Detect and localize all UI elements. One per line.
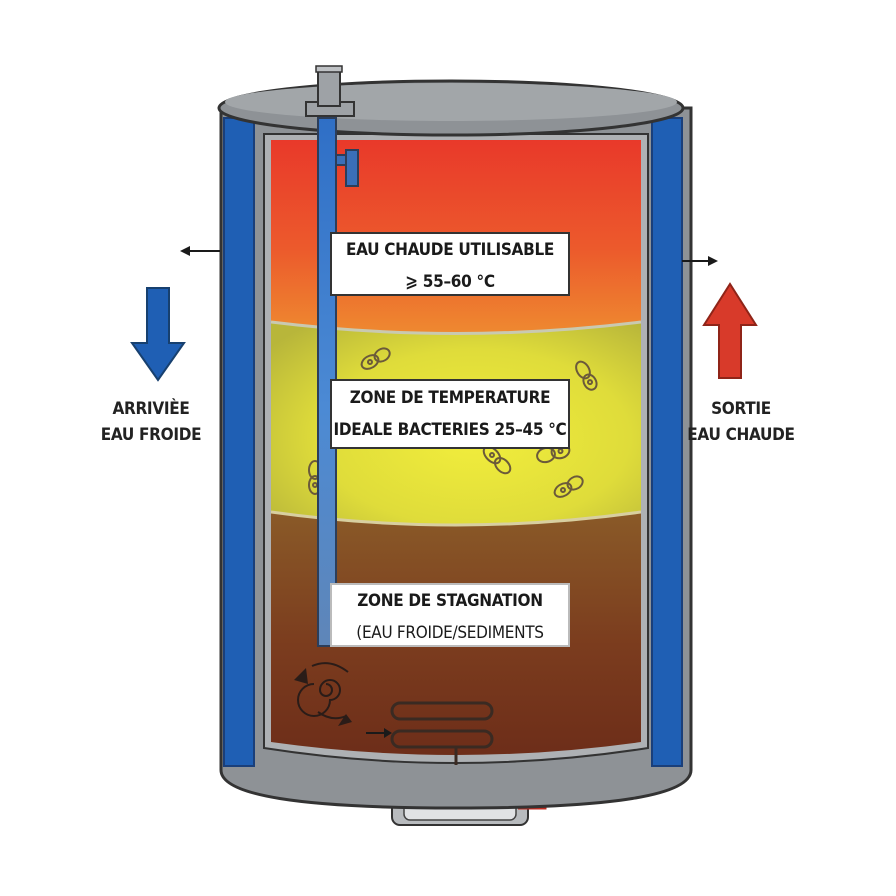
flow-arrow-icon <box>366 728 392 738</box>
bacteria-icon <box>575 360 598 391</box>
bacteria-icon <box>553 475 584 498</box>
hot-zone-label: EAU CHAUDE UTILISABLE ⩾ 55–60 °C <box>330 232 570 296</box>
bacteria-zone-temp: IDEALE BACTERIES 25–45 °C <box>333 420 567 441</box>
inlet-label-line1: ARRIVIÈE <box>112 399 190 419</box>
stagnation-zone-label: ZONE DE STAGNATION (EAU FROIDE/SEDIMENTS <box>330 583 570 647</box>
outlet-label-line1: SORTIE <box>711 399 771 419</box>
bacteria-zone-label: ZONE DE TEMPERATURE IDEALE BACTERIES 25–… <box>330 379 570 449</box>
tank-lid <box>217 79 685 137</box>
outlet-small-arrow-icon <box>682 256 718 266</box>
outlet-label-line2: EAU CHAUDE <box>687 424 795 445</box>
heating-element <box>390 701 494 765</box>
stagnation-zone-title: ZONE DE STAGNATION <box>357 591 543 611</box>
bacteria-zone-title: ZONE DE TEMPERATURE <box>349 388 551 408</box>
inlet-small-arrow-icon <box>180 246 220 256</box>
inlet-down-arrow-icon <box>130 287 186 382</box>
inlet-label: ARRIVIÈE EAU FROIDE <box>86 397 216 448</box>
outlet-label: SORTIE EAU CHAUDE <box>676 397 806 448</box>
bacteria-icon <box>360 347 391 370</box>
inlet-label-line2: EAU FROIDE <box>100 424 202 445</box>
hot-zone-title: EAU CHAUDE UTILISABLE <box>345 240 555 260</box>
insulation-left <box>223 117 255 767</box>
swirl-icon <box>294 662 352 726</box>
hot-zone-temp: ⩾ 55–60 °C <box>405 272 495 293</box>
outlet-up-arrow-icon <box>702 282 758 379</box>
stagnation-zone-subtitle: (EAU FROIDE/SEDIMENTS <box>356 623 544 644</box>
insulation-right <box>651 117 683 767</box>
